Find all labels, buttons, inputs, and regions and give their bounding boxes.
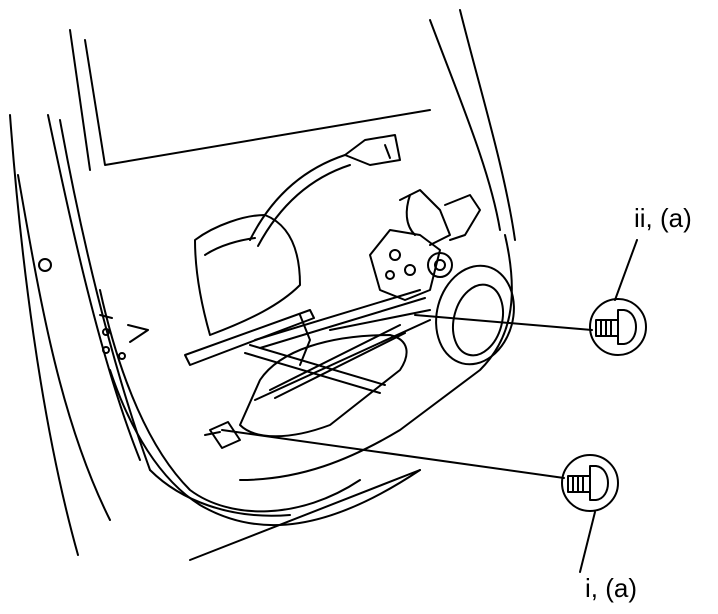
window-motor (369, 189, 481, 301)
callout-ii (589, 298, 647, 356)
access-cover (194, 214, 301, 336)
leader-tick-ii (614, 239, 638, 301)
leader-lines (221, 239, 638, 573)
leader-tick-i (579, 511, 596, 573)
bolt-icon (567, 465, 609, 501)
leader-line-i (221, 429, 565, 479)
bolt-icon (595, 309, 637, 345)
leader-line-ii (414, 314, 593, 331)
regulator-cable (249, 134, 401, 247)
regulator-arms (184, 289, 431, 401)
callout-label-ii: ii, (a) (634, 203, 692, 233)
speaker-opening (435, 264, 515, 366)
callout-i (561, 454, 619, 512)
door-panel (9, 9, 516, 561)
callout-label-i: i, (a) (585, 573, 637, 603)
